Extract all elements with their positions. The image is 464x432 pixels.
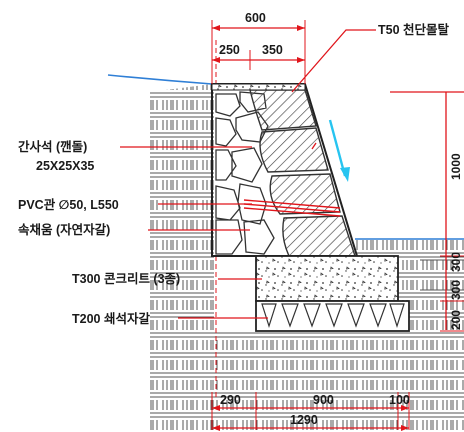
top-dimensions: [211, 20, 306, 84]
cap-mortar: [211, 83, 306, 91]
dim-right-c: 200: [449, 310, 463, 330]
cap-leader: [291, 29, 376, 93]
bottom-dimensions: [211, 392, 410, 431]
ground-line: [107, 74, 213, 85]
dim-top-left: 250: [219, 43, 240, 57]
label-fill: 속채움 (자연자갈): [18, 222, 110, 237]
dim-bottom-left: 290: [220, 393, 241, 407]
label-pipe: PVC관 ∅50, L550: [18, 197, 119, 212]
right-dimensions: [440, 92, 464, 332]
dim-right-a: 300: [449, 252, 463, 272]
concrete-foundation: [255, 255, 399, 302]
dim-right-b: 300: [449, 280, 463, 300]
dim-right-height: 1000: [449, 153, 463, 180]
pvc-pipes: [243, 199, 341, 217]
label-gravel: T200 쇄석자갈: [72, 311, 150, 326]
dim-top-total: 600: [245, 11, 266, 25]
gravel-base: [255, 300, 410, 332]
dim-bottom-right: 100: [389, 393, 410, 407]
label-stone: 간사석 (깬돌): [18, 139, 87, 154]
dim-top-right: 350: [262, 43, 283, 57]
dim-bottom-total: 1290: [290, 413, 318, 427]
label-concrete: T300 콘크리트 (3종): [72, 271, 180, 286]
label-cap: T50 천단몰탈: [378, 22, 450, 37]
right-hatch: [420, 259, 464, 291]
flow-arrow: [328, 119, 350, 182]
dim-bottom-mid: 900: [313, 393, 334, 407]
leader-lines: [120, 91, 464, 319]
label-stone-size: 25X25X35: [36, 159, 94, 173]
